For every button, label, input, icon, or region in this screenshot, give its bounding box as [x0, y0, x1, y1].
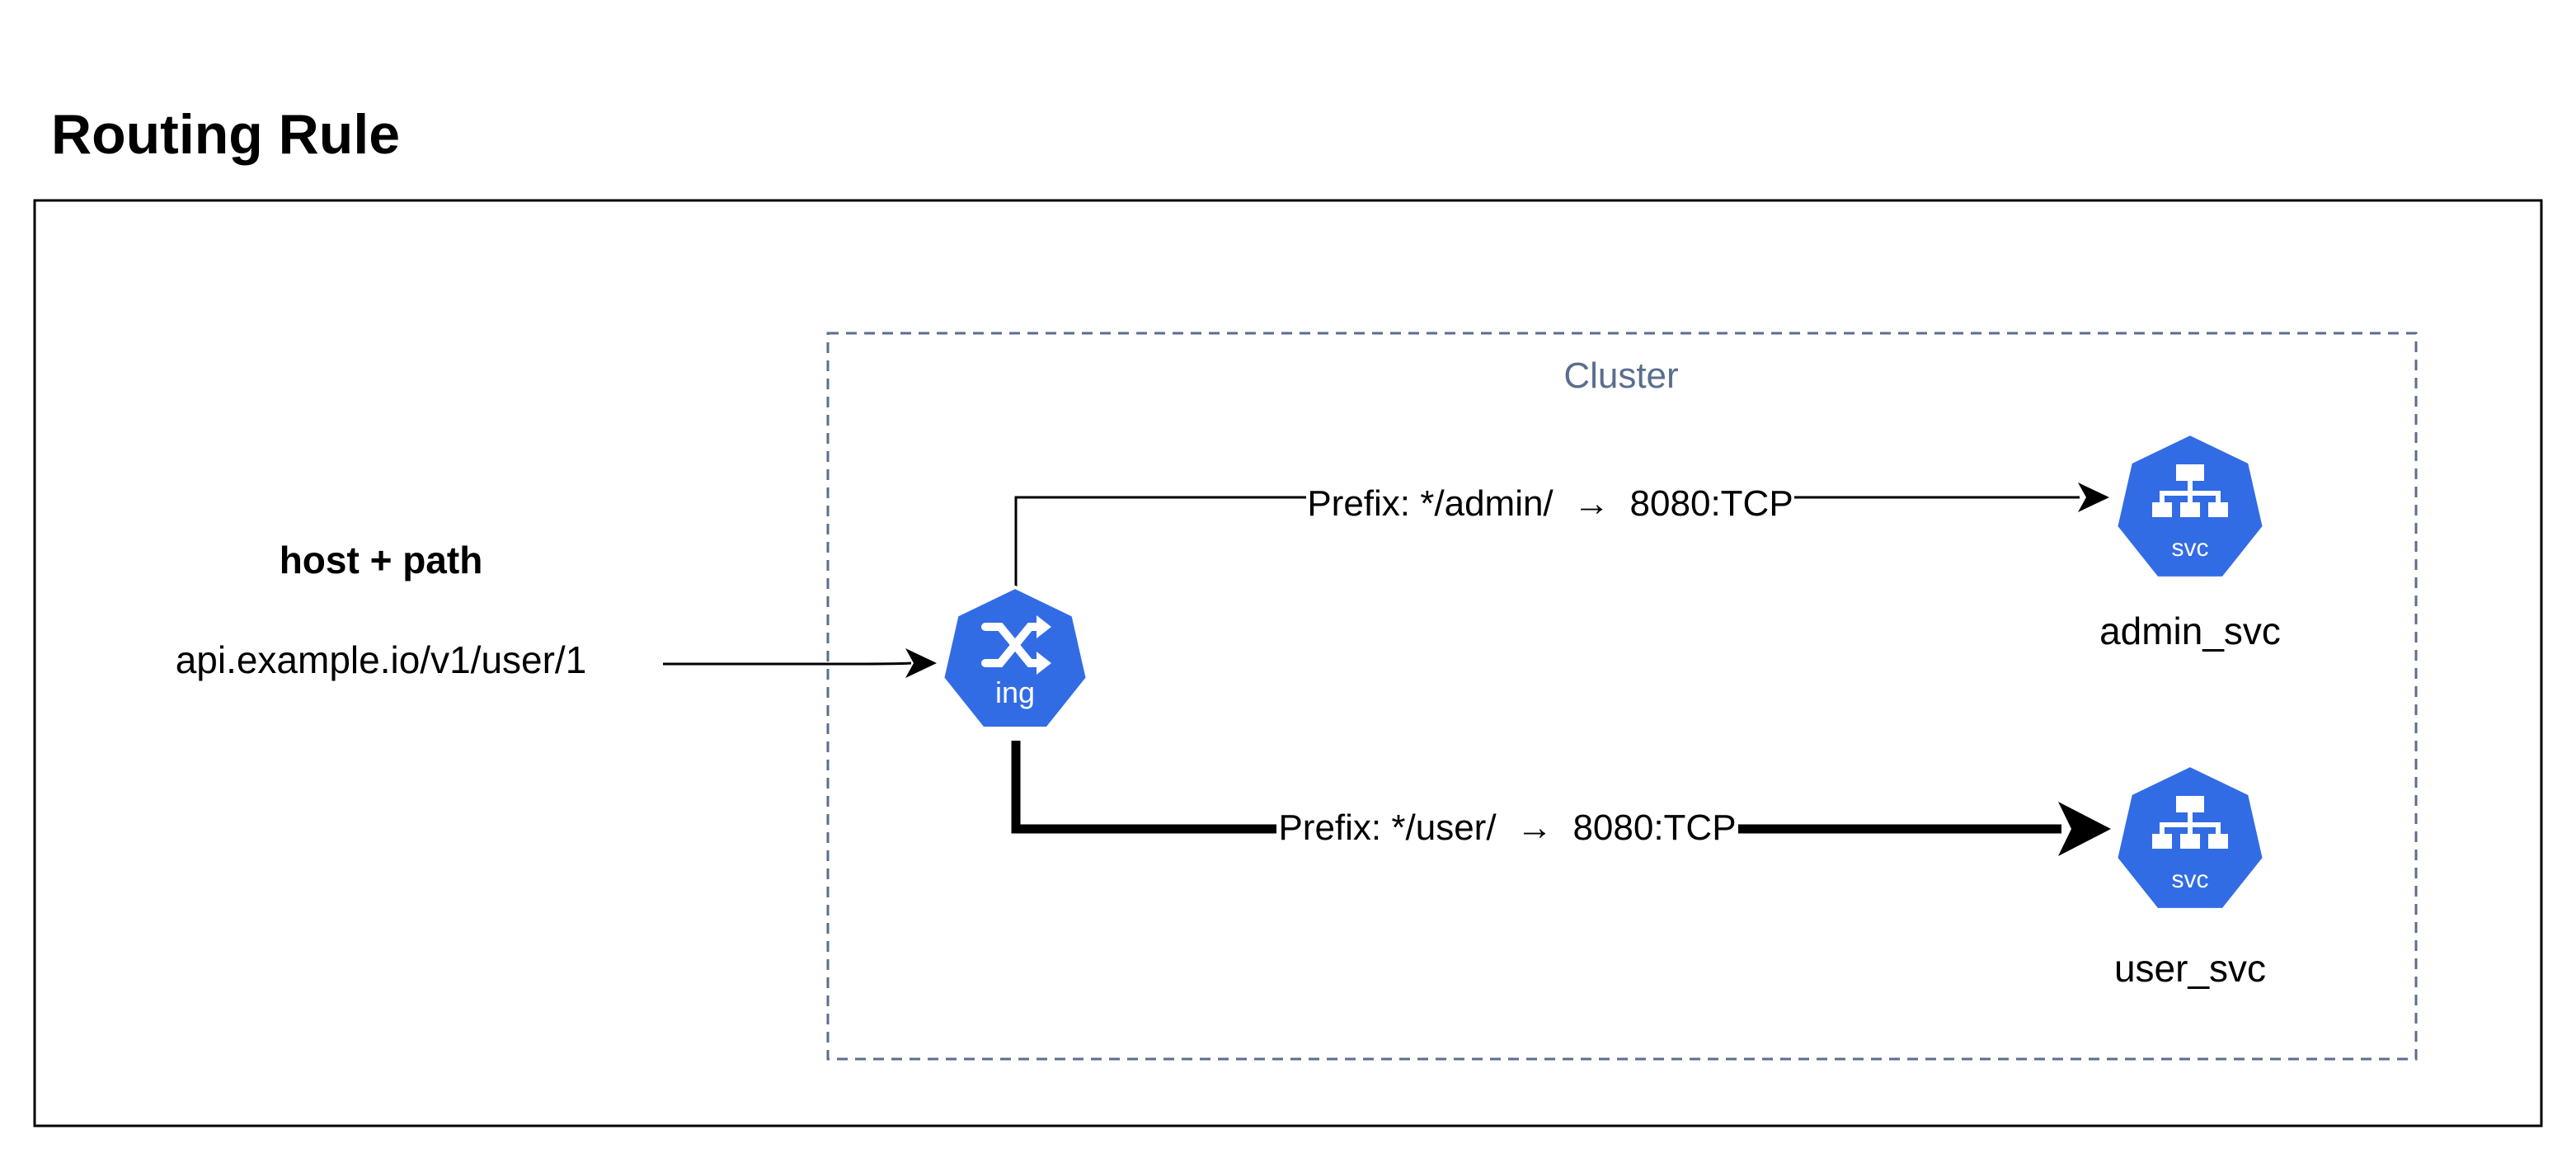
request-arrow: [663, 648, 937, 678]
route-admin: [1014, 482, 2109, 591]
service-hierarchy-icon: [2152, 796, 2228, 849]
shuffle-icon: [981, 615, 1051, 675]
route-admin-label: Prefix: */admin/ → 8080:TCP: [1307, 483, 1793, 524]
service-badge: svc: [2172, 534, 2209, 562]
route-user: [1011, 741, 2111, 856]
outer-frame: [33, 199, 2543, 1127]
cluster-label: Cluster: [1563, 355, 1678, 396]
service-name-admin: admin_svc: [2099, 610, 2281, 652]
ingress-heptagon: [941, 586, 1089, 730]
ingress-label: ing: [995, 676, 1035, 709]
route-user-label: Prefix: */user/ → 8080:TCP: [1278, 807, 1736, 848]
cluster-boundary: [826, 332, 2418, 1061]
ingress-node[interactable]: ing: [941, 586, 1089, 730]
service-name-user: user_svc: [2114, 947, 2266, 990]
service-badge: svc: [2172, 866, 2209, 893]
service-node-user[interactable]: svc: [2114, 764, 2266, 911]
request-url: api.example.io/v1/user/1: [176, 638, 587, 681]
service-hierarchy-icon: [2152, 464, 2228, 517]
request-header: host + path: [280, 539, 483, 581]
service-node-admin[interactable]: svc: [2114, 432, 2266, 580]
page-title: Routing Rule: [51, 103, 400, 166]
